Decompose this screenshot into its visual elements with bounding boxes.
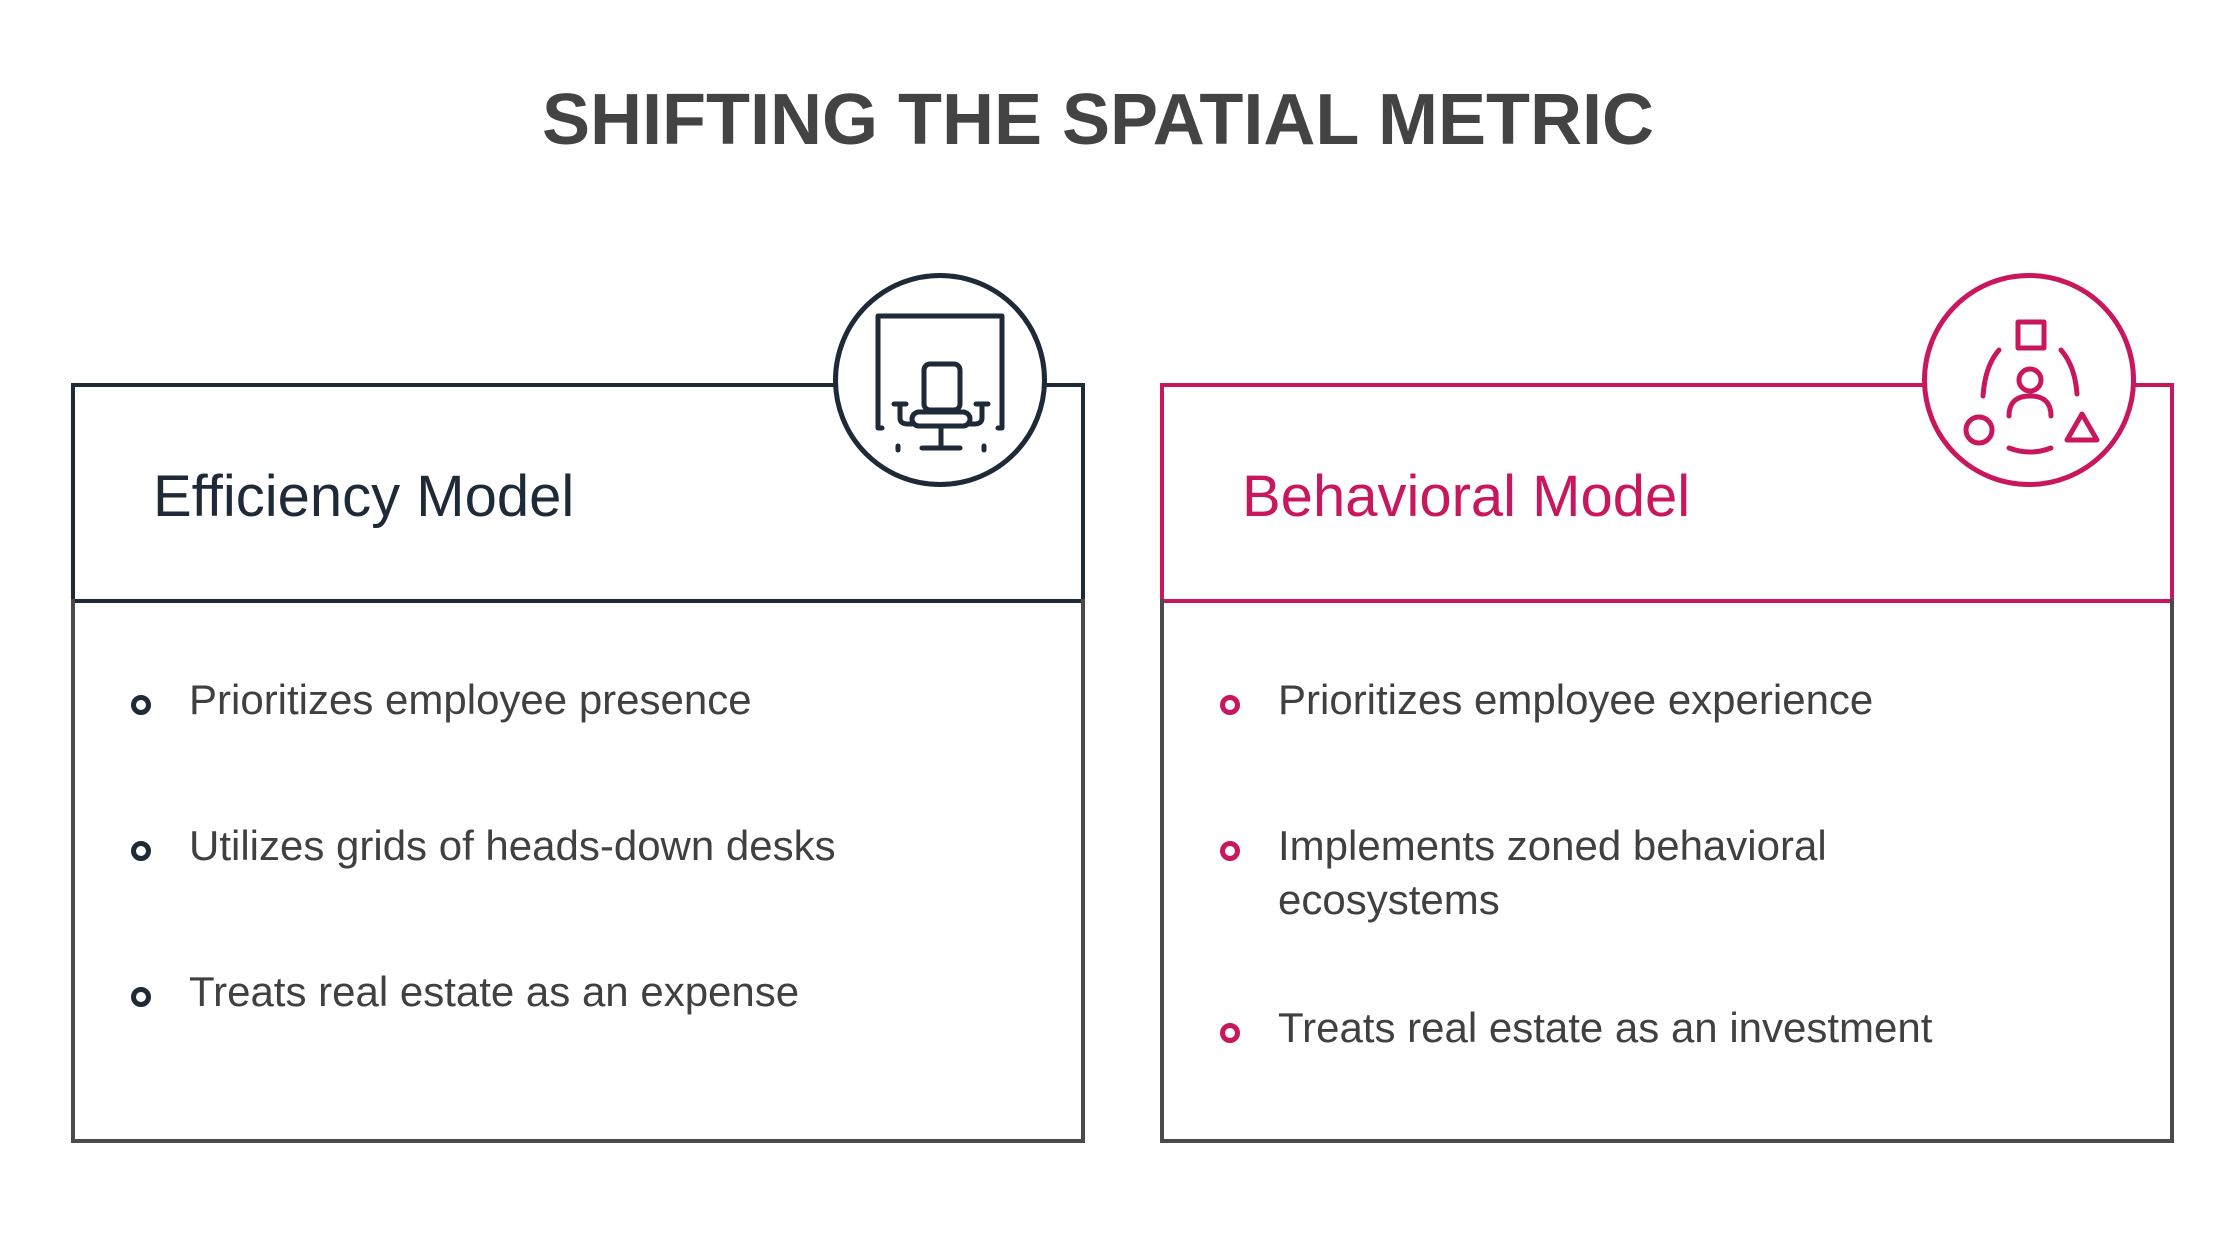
bullet-circle-icon [1220,1023,1240,1043]
bullet-list: Prioritizes employee presence Utilizes g… [129,673,1029,1111]
bullet-circle-icon [131,987,151,1007]
list-item: Implements zoned behavioral ecosystems [1218,819,1918,927]
bullet-circle-icon [131,695,151,715]
card-heading: Efficiency Model [153,464,575,529]
card-body [71,599,1085,1143]
efficiency-model-card: Efficiency Model [71,273,1085,1143]
card-heading: Behavioral Model [1242,464,1691,529]
bullet-text: Utilizes grids of heads-down desks [189,822,836,869]
card-header: Efficiency Model [71,383,1085,603]
bullet-text: Implements zoned behavioral ecosystems [1278,822,1827,923]
bullet-circle-icon [1220,695,1240,715]
bullet-text: Treats real estate as an expense [189,968,800,1015]
card-header: Behavioral Model [1160,383,2174,603]
behavioral-model-card: Behavioral Model Priori [1160,273,2174,1143]
bullet-text: Prioritizes employee presence [189,676,752,723]
bullet-text: Prioritizes employee experience [1278,676,1874,723]
list-item: Utilizes grids of heads-down desks [129,819,1029,873]
person-with-shapes-icon [1922,273,2136,487]
bullet-circle-icon [131,841,151,861]
card-body [1160,599,2174,1143]
list-item: Prioritizes employee experience [1218,673,2118,727]
list-item: Prioritizes employee presence [129,673,1029,727]
office-chair-icon [833,273,1047,487]
page-title: SHIFTING THE SPATIAL METRIC [542,80,1654,160]
bullet-circle-icon [1220,841,1240,861]
bullet-list: Prioritizes employee experience Implemen… [1218,673,2118,1147]
bullet-text: Treats real estate as an investment [1278,1004,1933,1051]
list-item: Treats real estate as an investment [1218,1001,2118,1055]
list-item: Treats real estate as an expense [129,965,1029,1019]
